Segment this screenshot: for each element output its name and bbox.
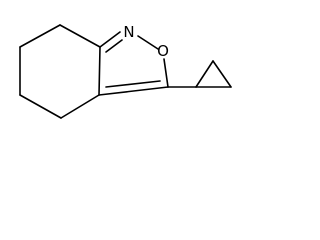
bond-o-c3	[163, 58, 169, 88]
cyclohexane-ring	[19, 24, 101, 119]
fused-bonds	[98, 46, 101, 96]
bond-ring-c1-c2	[19, 24, 61, 48]
bond-c7a-n-double-outer	[99, 31, 121, 48]
bond-n-o	[137, 35, 159, 50]
chemical-structure-diagram: N O	[19, 23, 232, 119]
bond-cyclopropyl-c2-c3	[212, 60, 232, 88]
nitrogen-atom-label: N	[123, 23, 134, 41]
bond-ring-c4-c5	[60, 94, 100, 119]
oxygen-atom-label: O	[157, 42, 169, 60]
cyclopropyl-group	[167, 60, 232, 88]
bond-fusion-c3a-c7a	[98, 46, 101, 96]
bond-c3-c3a-double-inner	[105, 80, 161, 88]
bond-c3-c3a-double-outer	[98, 86, 169, 96]
bond-ring-c5-c6	[19, 94, 62, 119]
isoxazole-ring	[98, 31, 169, 96]
bond-cyclopropyl-c1-c2	[195, 60, 214, 88]
bond-ring-c2-c3	[59, 24, 101, 48]
bond-c7a-n-double-inner	[105, 39, 123, 53]
